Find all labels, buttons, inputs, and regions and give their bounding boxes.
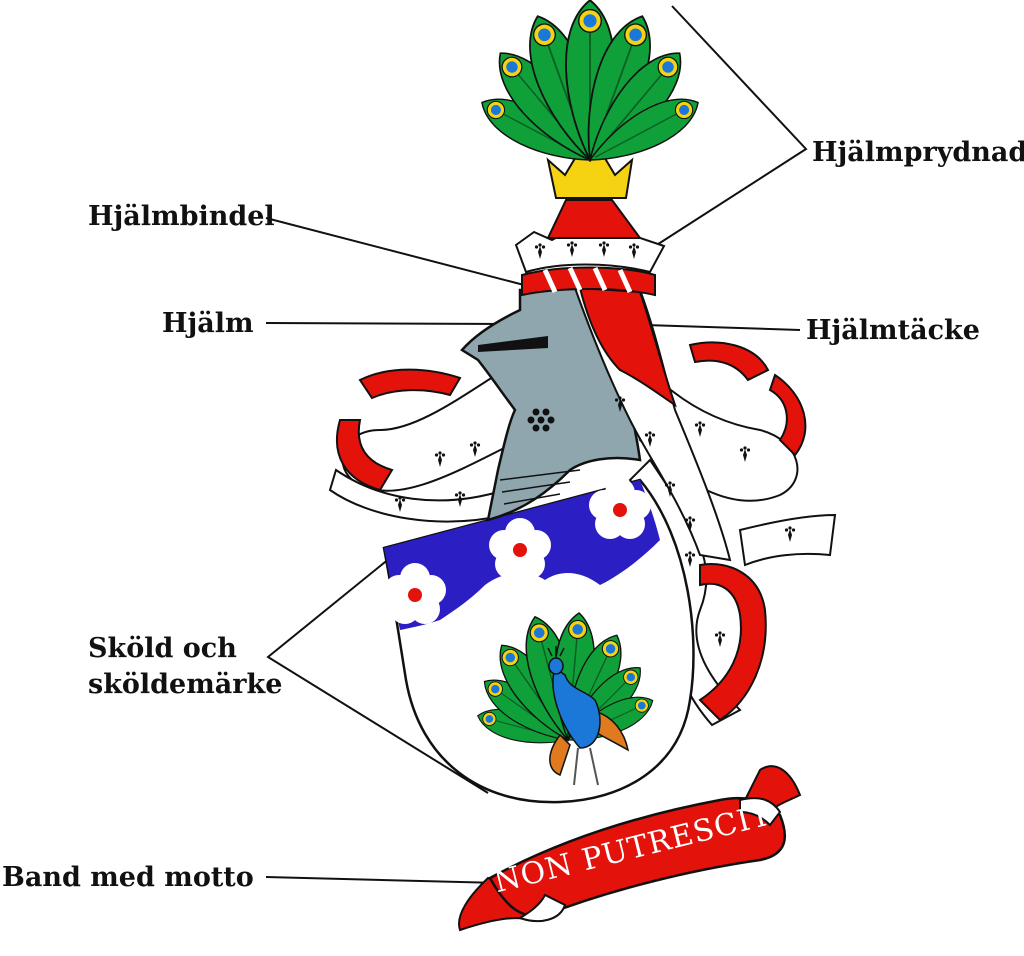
label-helmet: Hjälm [162,308,254,339]
label-shield: Sköld och sköldemärke [88,631,282,703]
label-torse: Hjälmbindel [88,201,275,232]
crest-plumes [472,0,708,177]
label-shield-line2: sköldemärke [88,669,283,700]
label-crest: Hjälmprydnad [812,137,1024,168]
torse [521,266,656,297]
leader-lines [265,5,808,884]
label-motto-band: Band med motto [2,862,254,893]
label-shield-line1: Sköld och [88,633,237,664]
mantling-left [328,358,521,523]
crest-base [514,199,666,274]
peacock-charge [473,610,660,786]
crest-crown [546,138,634,199]
label-mantling: Hjälmtäcke [806,315,980,346]
mantling-center [573,286,732,562]
